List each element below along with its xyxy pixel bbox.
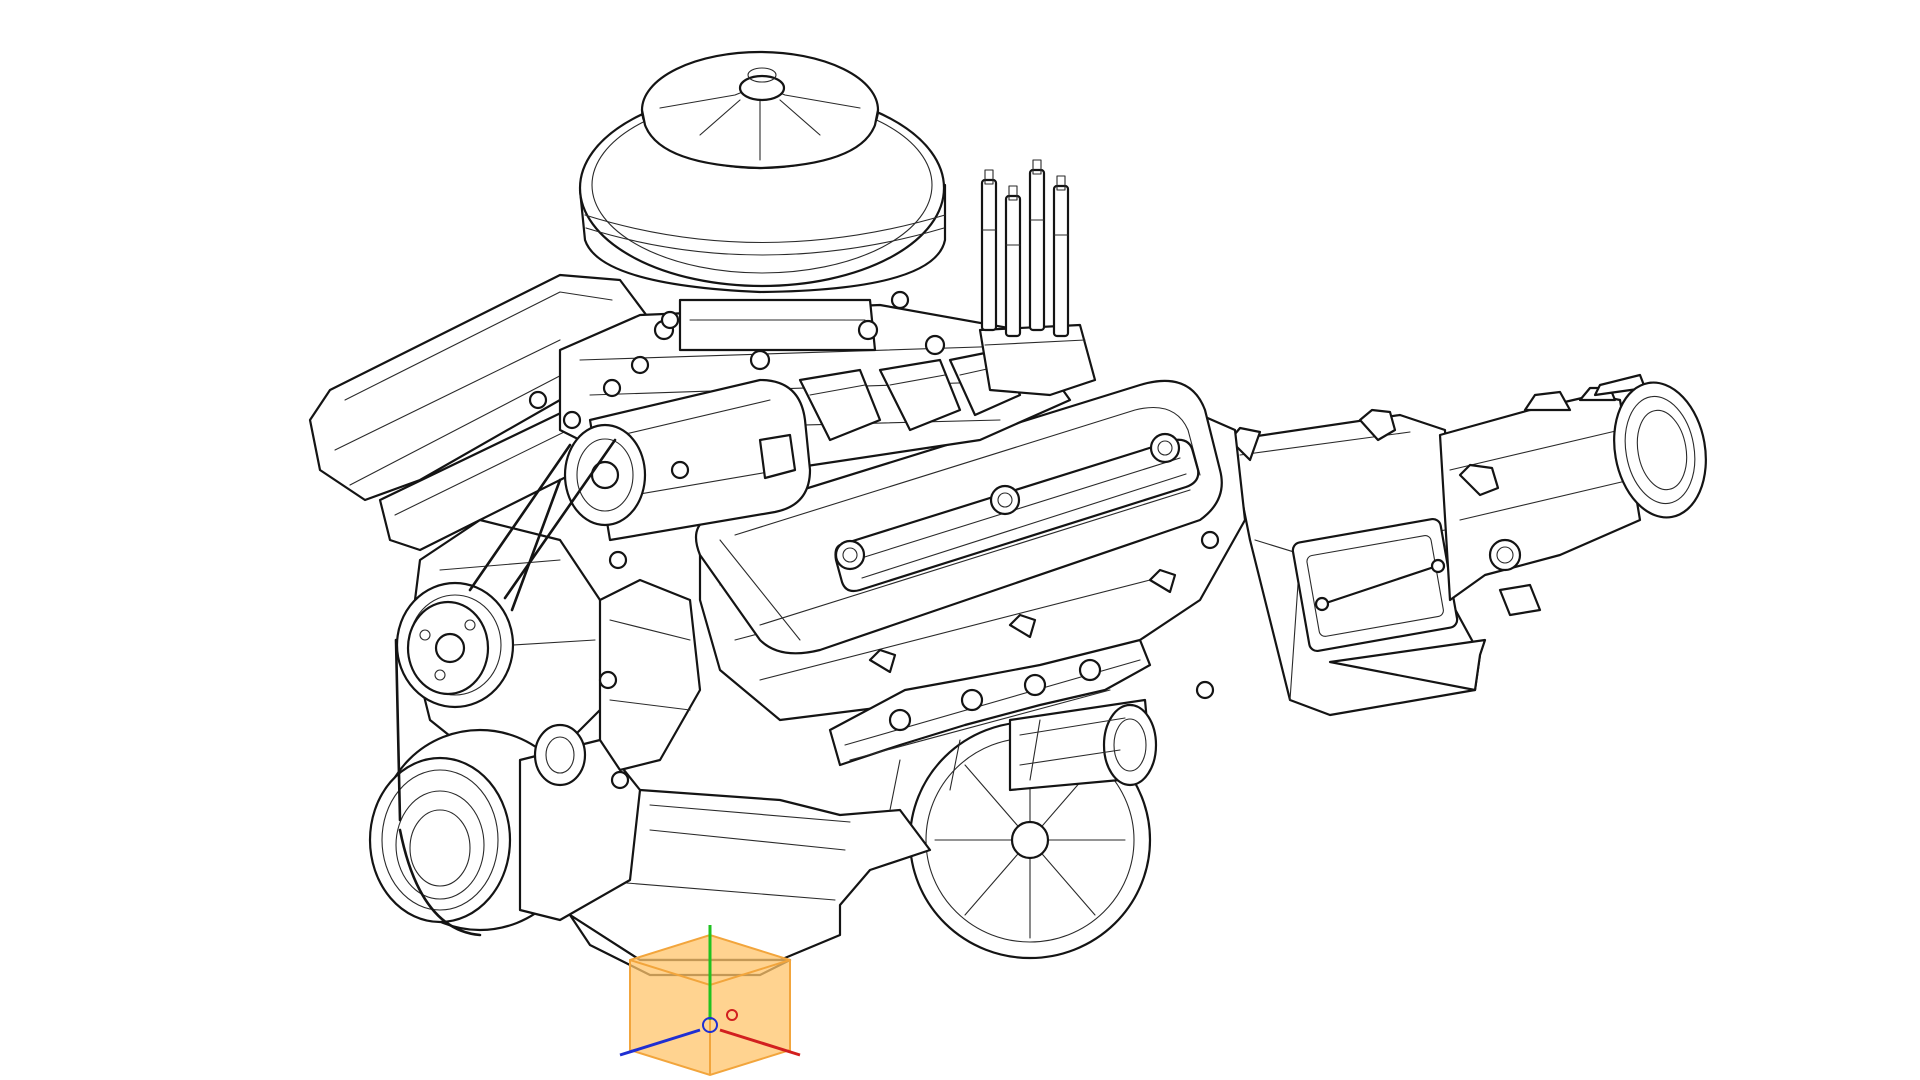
generator[interactable] <box>563 378 812 542</box>
transmission[interactable] <box>1228 373 1716 717</box>
drive-belts <box>394 438 617 937</box>
fasteners <box>528 290 1220 790</box>
valve-cover-right[interactable] <box>694 379 1223 674</box>
spark-plug-leads <box>980 159 1070 338</box>
view-cube-axis-triad-icon[interactable] <box>619 925 801 1077</box>
flywheel-housing[interactable] <box>908 698 1158 960</box>
air-cleaner[interactable] <box>578 50 947 294</box>
distributor[interactable] <box>978 159 1097 397</box>
front-pulleys[interactable] <box>368 518 702 932</box>
